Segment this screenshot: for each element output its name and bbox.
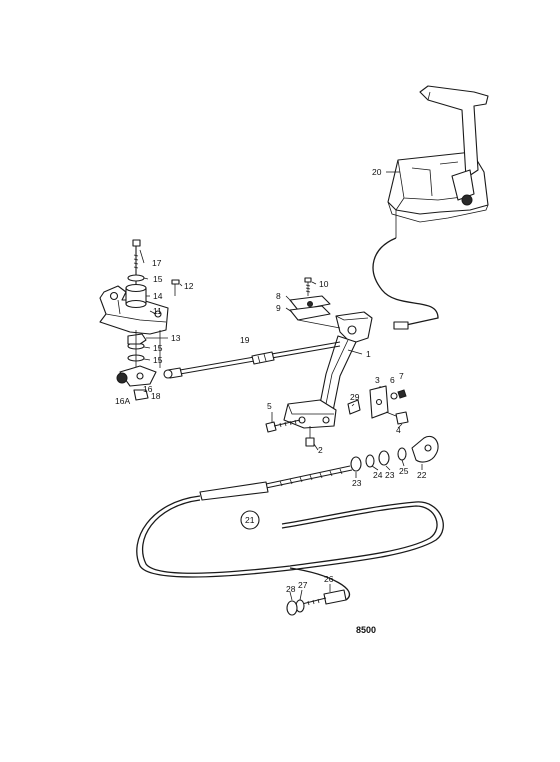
callout-14: 14 bbox=[153, 291, 163, 301]
callout-8: 8 bbox=[276, 291, 281, 301]
callout-19: 19 bbox=[240, 335, 250, 345]
callout-2: 2 bbox=[318, 445, 323, 455]
callout-16: 16 bbox=[143, 384, 153, 394]
clamp-3[interactable] bbox=[369, 385, 389, 419]
screw-10[interactable] bbox=[304, 277, 312, 296]
callout-28: 28 bbox=[286, 584, 296, 594]
bolt-4[interactable] bbox=[385, 411, 409, 425]
nut-18[interactable] bbox=[133, 389, 149, 401]
cable-end-26[interactable] bbox=[301, 589, 347, 606]
nut-13[interactable] bbox=[127, 333, 147, 345]
callout-24: 24 bbox=[373, 470, 383, 480]
callout-3: 3 bbox=[375, 375, 380, 385]
callout-23-right: 23 bbox=[385, 470, 395, 480]
bracket-plate[interactable] bbox=[289, 295, 341, 329]
cable-callout-ring bbox=[240, 510, 260, 530]
callout-5: 5 bbox=[267, 401, 272, 411]
washer-24[interactable] bbox=[365, 454, 375, 468]
callout-11: 11 bbox=[153, 306, 162, 316]
drawing-code: 8500 bbox=[356, 625, 376, 635]
control-lever[interactable] bbox=[419, 85, 489, 206]
callout-12: 12 bbox=[184, 281, 194, 291]
callout-7: 7 bbox=[399, 371, 404, 381]
mounting-bracket[interactable] bbox=[283, 311, 373, 429]
cap-28[interactable] bbox=[286, 600, 298, 616]
nut-23b[interactable] bbox=[378, 450, 390, 466]
linkage-rod[interactable] bbox=[163, 341, 341, 379]
callout-21: 21 bbox=[245, 515, 255, 525]
threaded-cable-end[interactable] bbox=[265, 465, 353, 489]
callout-9: 9 bbox=[276, 303, 281, 313]
callout-15-top: 15 bbox=[153, 274, 163, 284]
callout-1: 1 bbox=[366, 349, 371, 359]
callout-17: 17 bbox=[152, 258, 162, 268]
screw-12[interactable] bbox=[171, 279, 180, 296]
screw-5[interactable] bbox=[265, 419, 301, 433]
cable-eye-22[interactable] bbox=[411, 436, 439, 463]
push-pull-cable bbox=[136, 481, 444, 601]
callout-26: 26 bbox=[324, 574, 334, 584]
washer-15-top[interactable] bbox=[127, 274, 145, 282]
nut-7[interactable] bbox=[397, 389, 407, 399]
bushing-14[interactable] bbox=[125, 283, 147, 309]
throttle-cable bbox=[372, 237, 439, 326]
callout-15-low: 15 bbox=[153, 355, 163, 365]
callout-10: 10 bbox=[319, 279, 329, 289]
callout-4: 4 bbox=[396, 425, 401, 435]
callout-18: 18 bbox=[151, 391, 161, 401]
bolt-2[interactable] bbox=[305, 426, 315, 447]
callout-25: 25 bbox=[399, 466, 409, 476]
leader-lines bbox=[139, 171, 423, 601]
callout-13: 13 bbox=[171, 333, 181, 343]
callout-15-mid: 15 bbox=[153, 343, 163, 353]
callout-23-left: 23 bbox=[352, 478, 362, 488]
ball-joint[interactable] bbox=[116, 365, 157, 387]
callout-29: 29 bbox=[350, 392, 360, 402]
cable-end-sleeve bbox=[393, 321, 409, 330]
callout-16a: 16A bbox=[115, 396, 130, 406]
washer-6[interactable] bbox=[390, 392, 398, 400]
nut-23a[interactable] bbox=[350, 456, 362, 472]
callout-6: 6 bbox=[390, 375, 395, 385]
pin-29[interactable] bbox=[347, 399, 361, 415]
washer-25[interactable] bbox=[397, 447, 407, 461]
callout-27: 27 bbox=[298, 580, 308, 590]
callout-20: 20 bbox=[372, 167, 382, 177]
callout-22: 22 bbox=[417, 470, 427, 480]
